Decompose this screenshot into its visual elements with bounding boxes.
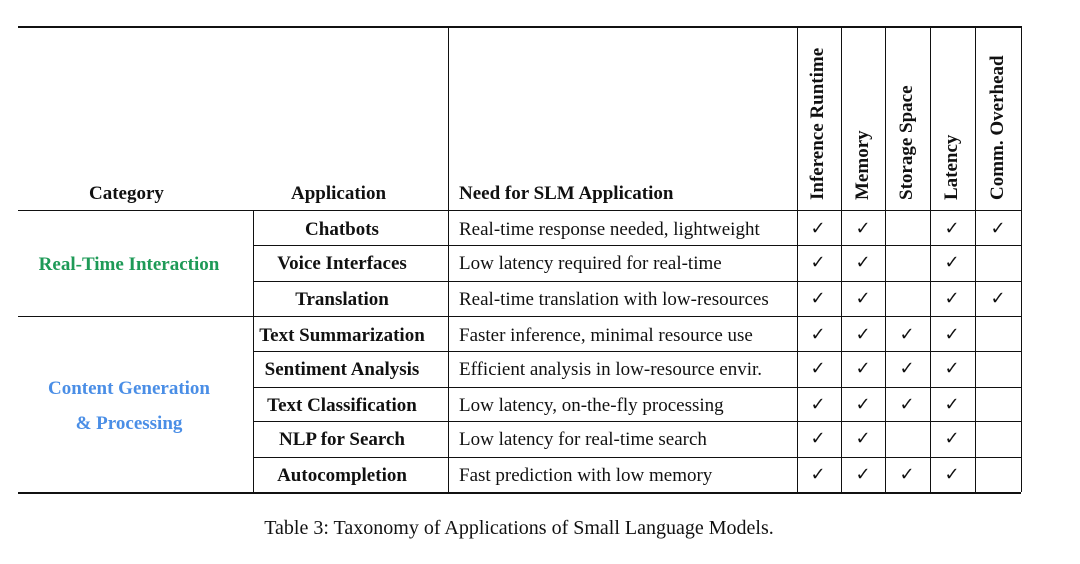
column-separator-3 (885, 26, 886, 492)
header-metric-0: Inference Runtime (807, 47, 828, 200)
check-mark: ✓ (810, 252, 826, 273)
category-label: Content Generation (47, 377, 211, 399)
check-mark: ✓ (990, 288, 1006, 309)
need-cell: Real-time translation with low-resources (459, 289, 769, 310)
check-mark: ✓ (944, 358, 960, 379)
need-cell: Fast prediction with low memory (459, 465, 713, 486)
check-mark: ✓ (944, 394, 960, 415)
column-separator-2 (841, 26, 842, 492)
bottom-rule (18, 492, 1021, 494)
column-separator-0 (448, 26, 449, 492)
header-rule (18, 210, 1021, 211)
row-separator (253, 457, 1021, 458)
application-cell: Translation (295, 289, 389, 310)
check-mark: ✓ (944, 218, 960, 239)
top-rule (18, 26, 1021, 28)
header-category: Category (89, 183, 164, 204)
need-cell: Low latency for real-time search (459, 429, 707, 450)
check-mark: ✓ (810, 218, 826, 239)
check-mark: ✓ (855, 394, 871, 415)
need-cell: Efficient analysis in low-resource envir… (459, 359, 763, 380)
check-mark: ✓ (855, 252, 871, 273)
check-mark: ✓ (810, 288, 826, 309)
need-cell: Low latency required for real-time (459, 253, 722, 274)
group-divider-rule (18, 316, 1021, 317)
check-mark: ✓ (855, 358, 871, 379)
category-label: Real-Time Interaction (38, 254, 220, 275)
row-separator (253, 351, 1021, 352)
column-separator-4 (930, 26, 931, 492)
application-cell: NLP for Search (279, 429, 405, 450)
column-separator-5 (975, 26, 976, 492)
header-metric-2: Storage Space (896, 85, 917, 200)
check-mark: ✓ (855, 464, 871, 485)
application-cell: Text Classification (267, 395, 417, 416)
application-cell: Voice Interfaces (277, 253, 407, 274)
column-separator-1 (797, 26, 798, 492)
application-cell: Autocompletion (277, 465, 407, 486)
check-mark: ✓ (944, 288, 960, 309)
check-mark: ✓ (899, 464, 915, 485)
header-application: Application (291, 183, 387, 204)
check-mark: ✓ (855, 324, 871, 345)
table-caption: Table 3: Taxonomy of Applications of Sma… (264, 517, 774, 539)
check-mark: ✓ (944, 464, 960, 485)
check-mark: ✓ (944, 428, 960, 449)
check-mark: ✓ (810, 428, 826, 449)
application-cell: Chatbots (305, 219, 379, 240)
header-need: Need for SLM Application (459, 183, 674, 204)
check-mark: ✓ (810, 324, 826, 345)
row-separator (253, 245, 1021, 246)
check-mark: ✓ (899, 324, 915, 345)
check-mark: ✓ (944, 252, 960, 273)
header-metric-1: Memory (852, 130, 873, 200)
check-mark: ✓ (855, 218, 871, 239)
check-mark: ✓ (810, 464, 826, 485)
row-separator (253, 421, 1021, 422)
application-cell: Sentiment Analysis (264, 359, 420, 380)
check-mark: ✓ (855, 428, 871, 449)
check-mark: ✓ (855, 288, 871, 309)
application-cell: Text Summarization (259, 325, 425, 346)
check-mark: ✓ (810, 394, 826, 415)
column-separator-6 (1021, 26, 1022, 492)
need-cell: Faster inference, minimal resource use (459, 325, 753, 346)
check-mark: ✓ (899, 358, 915, 379)
need-cell: Low latency, on-the-fly processing (459, 395, 724, 416)
category-label: & Processing (75, 412, 183, 434)
header-metric-3: Latency (941, 134, 962, 200)
need-cell: Real-time response needed, lightweight (459, 219, 760, 240)
check-mark: ✓ (899, 394, 915, 415)
header-metric-4: Comm. Overhead (987, 55, 1008, 200)
row-separator (253, 387, 1021, 388)
check-mark: ✓ (810, 358, 826, 379)
check-mark: ✓ (944, 324, 960, 345)
check-mark: ✓ (990, 218, 1006, 239)
row-separator (253, 281, 1021, 282)
